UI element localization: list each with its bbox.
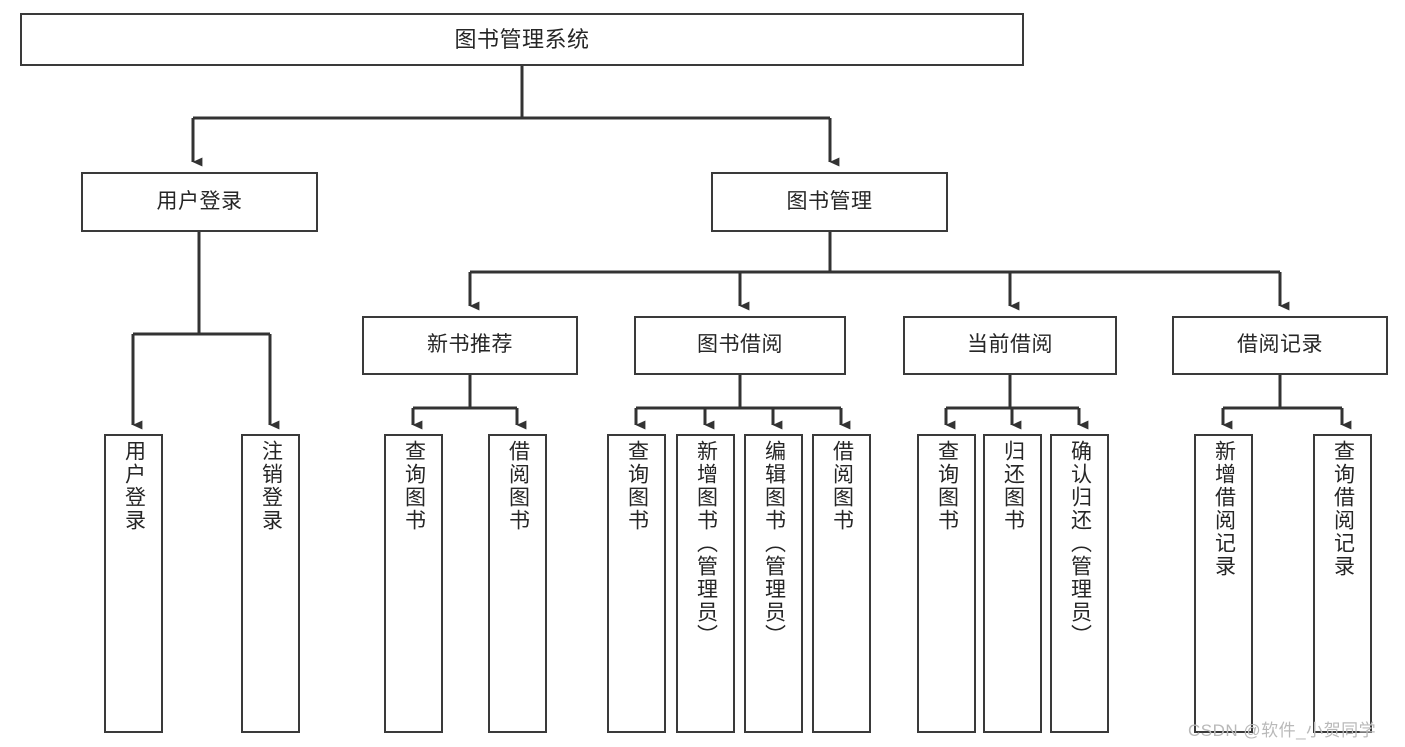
node-label: 新增图书（管理员） (694, 440, 718, 647)
node-label: 查询图书 (625, 440, 649, 532)
leaf-borrow-book-recommend[interactable]: 借阅图书 (488, 434, 547, 733)
node-label: 借阅记录 (1237, 333, 1323, 357)
node-book-management[interactable]: 图书管理 (711, 172, 948, 232)
node-label: 查询图书 (402, 440, 426, 532)
leaf-user-login[interactable]: 用户登录 (104, 434, 163, 733)
node-label: 当前借阅 (967, 333, 1053, 357)
leaf-edit-book-admin[interactable]: 编辑图书（管理员） (744, 434, 803, 733)
node-label: 归还图书 (1001, 440, 1025, 532)
node-book-borrow[interactable]: 图书借阅 (634, 316, 846, 375)
leaf-add-book-admin[interactable]: 新增图书（管理员） (676, 434, 735, 733)
node-new-book-recommend[interactable]: 新书推荐 (362, 316, 578, 375)
node-label: 编辑图书（管理员） (762, 440, 786, 647)
leaf-return-book[interactable]: 归还图书 (983, 434, 1042, 733)
node-user-login[interactable]: 用户登录 (81, 172, 318, 232)
node-label: 确认归还（管理员） (1068, 440, 1092, 647)
node-current-borrow[interactable]: 当前借阅 (903, 316, 1117, 375)
leaf-add-borrow-record[interactable]: 新增借阅记录 (1194, 434, 1253, 733)
leaf-confirm-return-admin[interactable]: 确认归还（管理员） (1050, 434, 1109, 733)
node-label: 用户登录 (156, 189, 243, 213)
node-label: 查询借阅记录 (1331, 440, 1355, 578)
node-label: 图书借阅 (697, 333, 783, 357)
node-borrow-record[interactable]: 借阅记录 (1172, 316, 1388, 375)
node-label: 借阅图书 (830, 440, 854, 532)
node-label: 查询图书 (935, 440, 959, 532)
leaf-query-borrow-record[interactable]: 查询借阅记录 (1313, 434, 1372, 733)
node-root-system[interactable]: 图书管理系统 (20, 13, 1024, 66)
node-label: 新书推荐 (427, 333, 513, 357)
node-label: 借阅图书 (506, 440, 530, 532)
leaf-query-book-recommend[interactable]: 查询图书 (384, 434, 443, 733)
node-label: 图书管理 (786, 189, 873, 213)
node-label: 新增借阅记录 (1212, 440, 1236, 578)
leaf-query-book-borrow[interactable]: 查询图书 (607, 434, 666, 733)
leaf-query-book-current[interactable]: 查询图书 (917, 434, 976, 733)
node-label: 用户登录 (122, 440, 146, 532)
leaf-logout-login[interactable]: 注销登录 (241, 434, 300, 733)
csdn-watermark: CSDN @软件_小贺同学 (1188, 721, 1377, 740)
leaf-borrow-book[interactable]: 借阅图书 (812, 434, 871, 733)
node-label: 图书管理系统 (454, 26, 590, 52)
node-label: 注销登录 (259, 440, 283, 532)
